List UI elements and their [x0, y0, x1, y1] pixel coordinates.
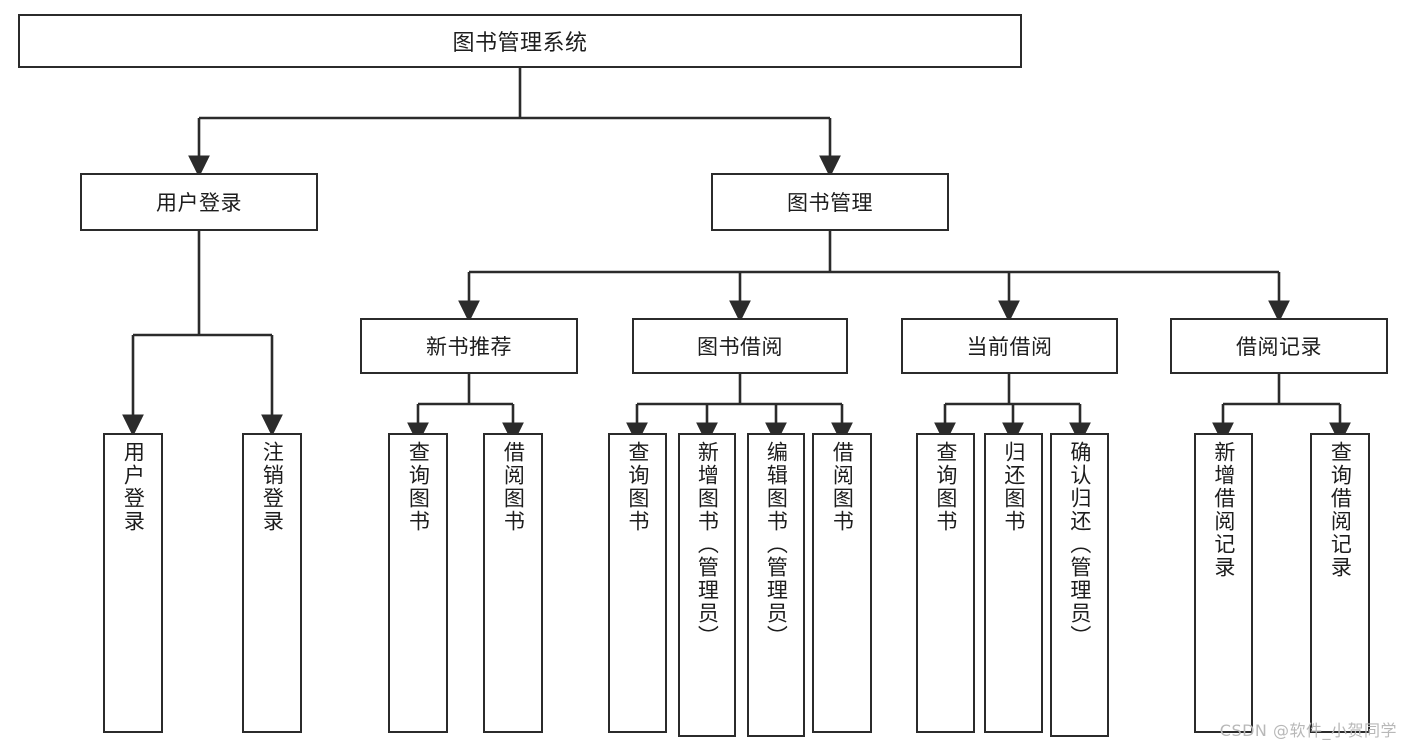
leaf-add-book[interactable]: 新增图书（管理员）	[678, 433, 736, 737]
node-book-borrow-label: 图书借阅	[697, 335, 783, 359]
leaf-edit-book-label: 编辑图书（管理员）	[764, 441, 789, 648]
leaf-borrow-book-1-label: 借阅图书	[501, 441, 526, 533]
leaf-query-book-1[interactable]: 查询图书	[388, 433, 448, 733]
node-borrow-record-label: 借阅记录	[1236, 335, 1322, 359]
leaf-logout-label: 注销登录	[260, 441, 285, 533]
leaf-borrow-book-2-label: 借阅图书	[830, 441, 855, 533]
leaf-logout[interactable]: 注销登录	[242, 433, 302, 733]
leaf-confirm-return-label: 确认归还（管理员）	[1067, 441, 1092, 648]
node-user-login-label: 用户登录	[156, 191, 242, 215]
node-root-label: 图书管理系统	[452, 31, 588, 56]
watermark: CSDN @软件_小贺同学	[1219, 721, 1397, 740]
leaf-borrow-book-2[interactable]: 借阅图书	[812, 433, 872, 733]
leaf-return-book[interactable]: 归还图书	[984, 433, 1043, 733]
node-new-book-recommend[interactable]: 新书推荐	[360, 318, 578, 374]
leaf-borrow-book-1[interactable]: 借阅图书	[483, 433, 543, 733]
leaf-query-record[interactable]: 查询借阅记录	[1310, 433, 1370, 733]
leaf-return-book-label: 归还图书	[1001, 441, 1026, 533]
node-user-login[interactable]: 用户登录	[80, 173, 318, 231]
leaf-user-login[interactable]: 用户登录	[103, 433, 163, 733]
node-root[interactable]: 图书管理系统	[18, 14, 1022, 68]
node-new-book-recommend-label: 新书推荐	[426, 335, 512, 359]
leaf-query-record-label: 查询借阅记录	[1328, 441, 1353, 579]
leaf-user-login-label: 用户登录	[121, 441, 146, 533]
leaf-add-book-label: 新增图书（管理员）	[695, 441, 720, 648]
leaf-edit-book[interactable]: 编辑图书（管理员）	[747, 433, 805, 737]
node-book-management[interactable]: 图书管理	[711, 173, 949, 231]
node-book-borrow[interactable]: 图书借阅	[632, 318, 848, 374]
leaf-query-book-2[interactable]: 查询图书	[608, 433, 667, 733]
node-book-management-label: 图书管理	[787, 191, 873, 215]
node-current-borrow[interactable]: 当前借阅	[901, 318, 1118, 374]
leaf-query-book-2-label: 查询图书	[625, 441, 650, 533]
leaf-query-book-3[interactable]: 查询图书	[916, 433, 975, 733]
leaf-query-book-1-label: 查询图书	[406, 441, 431, 533]
leaf-add-record-label: 新增借阅记录	[1211, 441, 1236, 579]
node-borrow-record[interactable]: 借阅记录	[1170, 318, 1388, 374]
node-current-borrow-label: 当前借阅	[966, 335, 1053, 359]
leaf-query-book-3-label: 查询图书	[933, 441, 958, 533]
leaf-add-record[interactable]: 新增借阅记录	[1194, 433, 1253, 733]
leaf-confirm-return[interactable]: 确认归还（管理员）	[1050, 433, 1109, 737]
